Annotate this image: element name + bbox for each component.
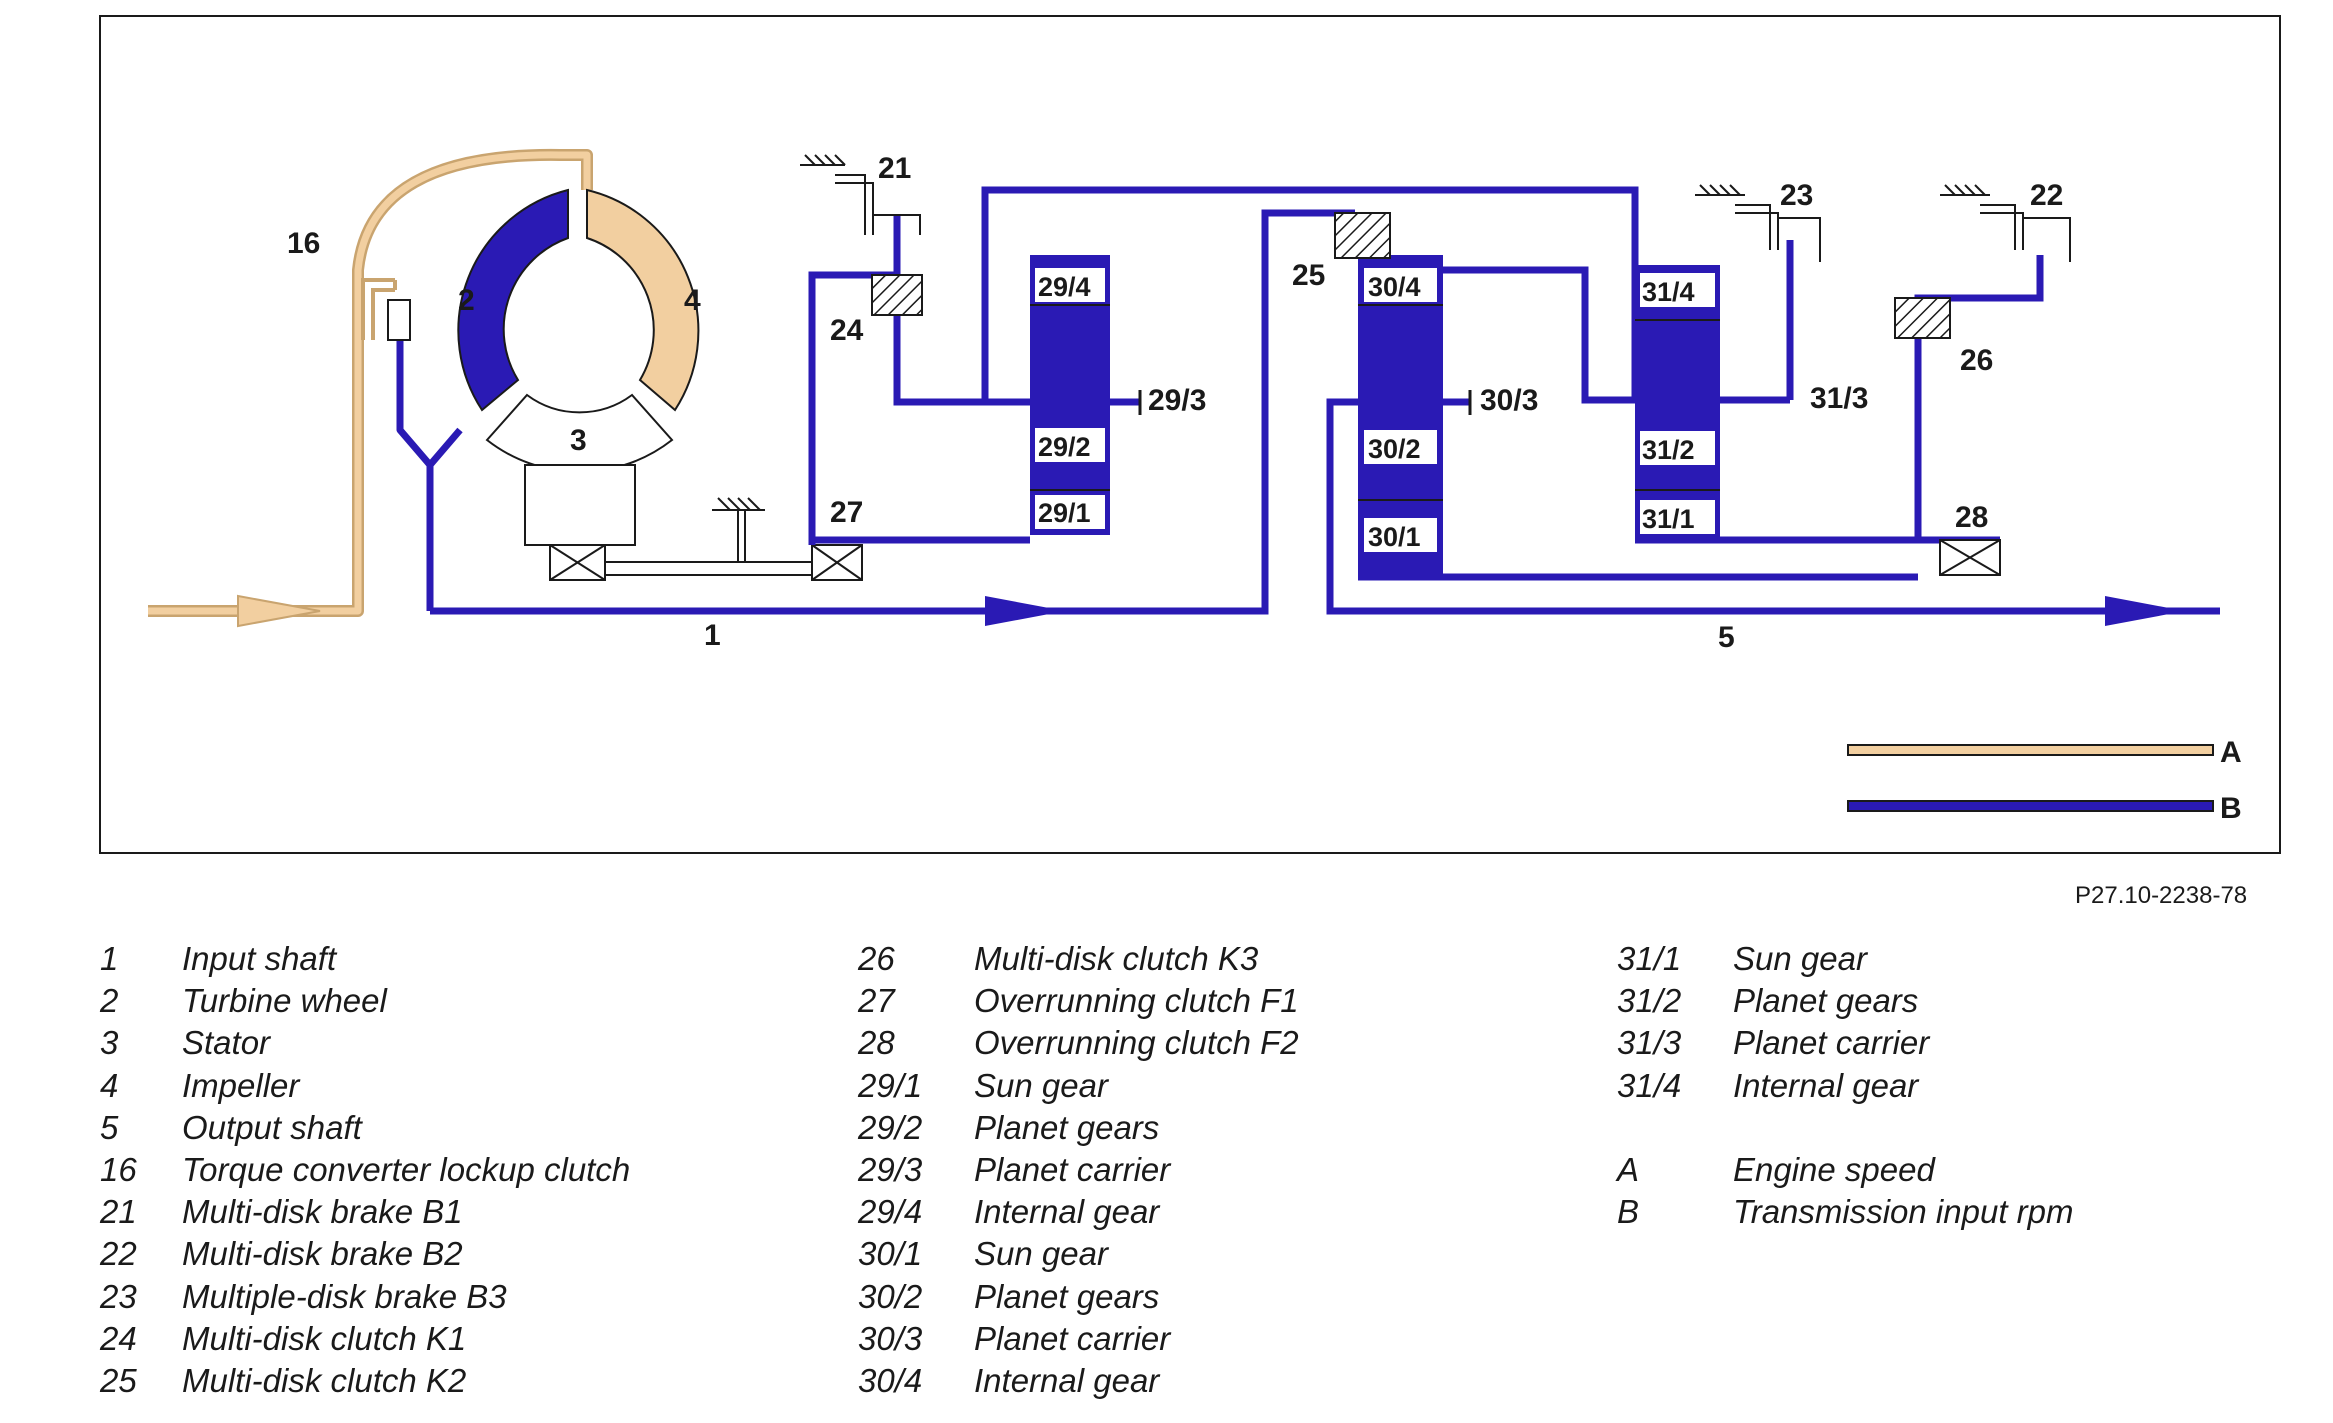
multiple-disk-brake-b3-23 (1695, 184, 1821, 262)
label-30-3: 30/3 (1480, 384, 1538, 417)
key-line-a (1847, 744, 2214, 756)
label-24: 24 (830, 314, 864, 347)
planetary-set-30 (1326, 213, 2220, 615)
turbine-wheel-2 (457, 188, 569, 412)
lockup-clutch-16 (361, 278, 395, 340)
label-2: 2 (458, 284, 475, 317)
multi-disk-clutch-k2-25 (1334, 212, 1391, 259)
multi-disk-brake-b1-21 (800, 154, 921, 260)
label-23: 23 (1780, 179, 1813, 212)
label-25: 25 (1292, 259, 1325, 292)
key-label-b: B (2220, 792, 2242, 825)
planetary-set-29 (808, 186, 1639, 545)
label-31-4: 31/4 (1642, 277, 1695, 307)
multi-disk-brake-b2-22 (1940, 184, 2071, 262)
label-16: 16 (287, 227, 320, 260)
label-31-3: 31/3 (1810, 382, 1868, 415)
label-5: 5 (1718, 621, 1735, 654)
label-3: 3 (570, 424, 587, 457)
label-30-1: 30/1 (1368, 522, 1421, 552)
input-shaft-arrow (985, 596, 1065, 626)
stator-hub (524, 464, 636, 546)
label-29-2: 29/2 (1038, 432, 1091, 462)
label-30-2: 30/2 (1368, 434, 1421, 464)
key-line-b (1847, 800, 2214, 812)
label-31-2: 31/2 (1642, 435, 1695, 465)
key-label-a: A (2220, 736, 2242, 769)
label-29-4: 29/4 (1038, 272, 1091, 302)
label-31-1: 31/1 (1642, 504, 1695, 534)
label-29-3: 29/3 (1148, 384, 1206, 417)
label-22: 22 (2030, 179, 2063, 212)
label-28: 28 (1955, 501, 1988, 534)
label-26: 26 (1960, 344, 1993, 377)
multi-disk-clutch-k1-24 (871, 274, 923, 316)
label-29-1: 29/1 (1038, 498, 1091, 528)
label-21: 21 (878, 152, 911, 185)
engine-input-arrow (237, 594, 321, 628)
transmission-power-flow-diagram: 16 2 4 3 21 24 27 1 29/4 29/3 29/2 29/1 … (99, 15, 2281, 854)
output-shaft-arrow (2105, 596, 2185, 626)
figure-reference: P27.10-2238-78 (2075, 882, 2248, 909)
housing-ground-27 (605, 497, 812, 576)
label-27: 27 (830, 496, 863, 529)
label-1: 1 (704, 619, 721, 652)
torque-converter (148, 148, 700, 628)
impeller-4 (586, 188, 700, 412)
label-4: 4 (684, 284, 701, 317)
input-shaft-1 (430, 209, 1355, 615)
diagram-frame (99, 15, 2281, 854)
label-30-4: 30/4 (1368, 272, 1421, 302)
multi-disk-clutch-k3-26 (1894, 297, 1951, 339)
